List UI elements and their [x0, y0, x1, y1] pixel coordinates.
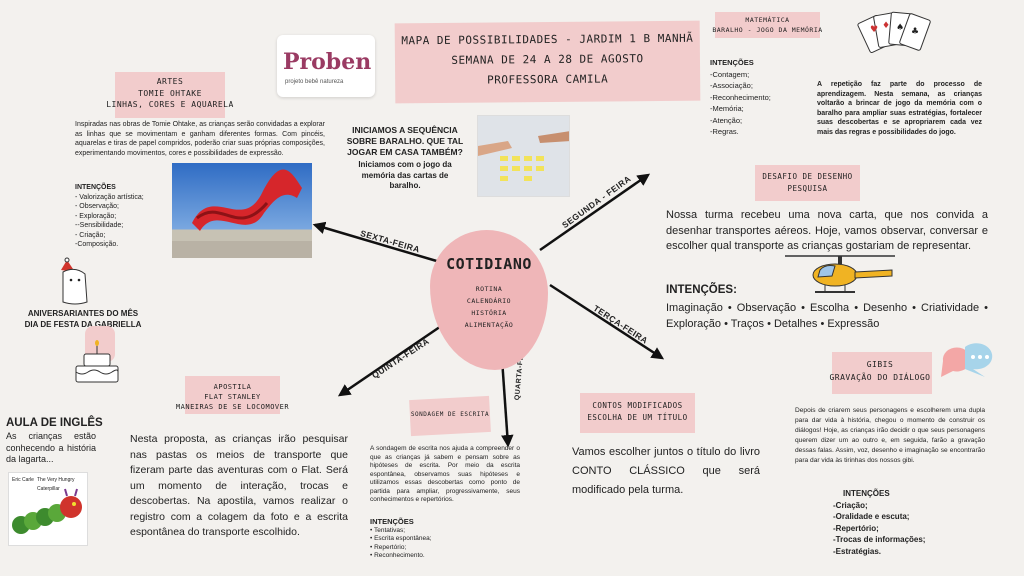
- sondagem-title: SONDAGEM DE ESCRITA: [410, 411, 490, 418]
- matematica-body: A repetição faz parte do processo de apr…: [817, 81, 982, 136]
- center-items: ROTINA CALENDÁRIO HISTÓRIA ALIMENTAÇÃO: [464, 285, 514, 329]
- speech-bubbles-illustration: [935, 333, 1000, 383]
- apostila-title: APOSTILA FLAT STANLEY MANEIRAS DE SE LOC…: [175, 383, 290, 411]
- arrow-quinta: [337, 318, 451, 397]
- svg-text:♠: ♠: [896, 23, 904, 33]
- desafio-intencoes: Imaginação • Observação • Escolha • Dese…: [666, 302, 988, 330]
- artes-body: Inspiradas nas obras de Tomie Ohtake, as…: [75, 121, 325, 157]
- contos-banner: [580, 393, 695, 433]
- gibis-title: GIBIS GRAVAÇÃO DO DIÁLOGO: [829, 360, 931, 382]
- arrow-sexta: [312, 221, 441, 264]
- matematica-banner: [715, 12, 820, 38]
- sondagem-intencoes: INTENÇÕES • Tentativas; • Escrita espont…: [370, 517, 432, 559]
- center-blob: [430, 230, 548, 370]
- baralho-intro: INICIAMOS A SEQUÊNCIA SOBRE BARALHO. QUE…: [345, 125, 465, 192]
- caterpillar-book-cover: Eric Carle The Very Hungry Caterpillar: [8, 472, 88, 546]
- gibis-body: Depois de criarem seus personagens e esc…: [795, 407, 985, 464]
- apostila-body: Nesta proposta, as crianças irão pesquis…: [130, 433, 348, 538]
- svg-text:♦: ♦: [882, 21, 890, 31]
- center-title: COTIDIANO: [446, 255, 532, 273]
- logo-subtext: projeto bebê natureza: [285, 79, 344, 85]
- aniversario-text: ANIVERSARIANTES DO MÊS DIA DE FESTA DA G…: [24, 309, 142, 329]
- artes-title: ARTES TOMIE OHTAKE LINHAS, CORES E AQUAR…: [106, 77, 234, 109]
- desafio-intencoes-title: INTENÇÕES:: [666, 284, 737, 296]
- desafio-body: Nossa turma recebeu uma nova carta, que …: [666, 209, 988, 252]
- contos-body: Vamos escolher juntos o título do livro …: [572, 446, 760, 496]
- baralho-question: INICIAMOS A SEQUÊNCIA SOBRE BARALHO. QUE…: [346, 125, 464, 157]
- tomie-ohtake-sculpture-photo: [172, 163, 312, 258]
- matematica-title: MATEMÁTICA BARALHO - JOGO DA MEMÓRIA: [712, 16, 823, 34]
- contos-title: CONTOS MODIFICADOS ESCOLHA DE UM TÍTULO: [587, 401, 688, 422]
- helicopter-illustration: [780, 250, 900, 300]
- cake-illustration: [72, 340, 122, 386]
- logo-card: Proben projeto bebê natureza: [277, 35, 375, 97]
- arrow-terca: [549, 283, 665, 360]
- gibis-intencoes: INTENÇÕES -Criação; -Oralidade e escuta;…: [833, 489, 926, 556]
- svg-text:♣: ♣: [911, 27, 919, 37]
- ingles-title: AULA DE INGLÊS: [6, 417, 103, 429]
- artes-intencoes: INTENÇÕES - Valorização artística; - Obs…: [75, 184, 144, 248]
- desafio-title: DESAFIO DE DESENHO PESQUISA: [762, 172, 853, 193]
- memory-game-photo: [477, 115, 570, 197]
- svg-text:♥: ♥: [870, 25, 878, 35]
- party-character-illustration: [55, 257, 95, 306]
- desafio-banner: [755, 165, 860, 201]
- sondagem-body: A sondagem de escrita nos ajuda a compre…: [370, 445, 520, 503]
- baralho-answer: Iniciamos com o jogo da memória das cart…: [358, 160, 452, 190]
- artes-banner: [115, 72, 225, 118]
- logo-text: Proben: [283, 49, 372, 75]
- arrow-segunda: [539, 173, 651, 252]
- book-author: Eric Carle: [12, 477, 34, 483]
- book-title: The Very Hungry Caterpillar: [37, 477, 75, 492]
- matematica-intencoes: INTENÇÕES -Contagem; -Associação; -Recon…: [710, 58, 771, 136]
- ingles-body: As crianças estão conhecendo a história …: [6, 431, 96, 464]
- gibis-banner: [832, 352, 932, 394]
- apostila-banner: [185, 376, 280, 414]
- playing-cards-illustration: ♥ ♦ ♠ ♣: [857, 8, 938, 60]
